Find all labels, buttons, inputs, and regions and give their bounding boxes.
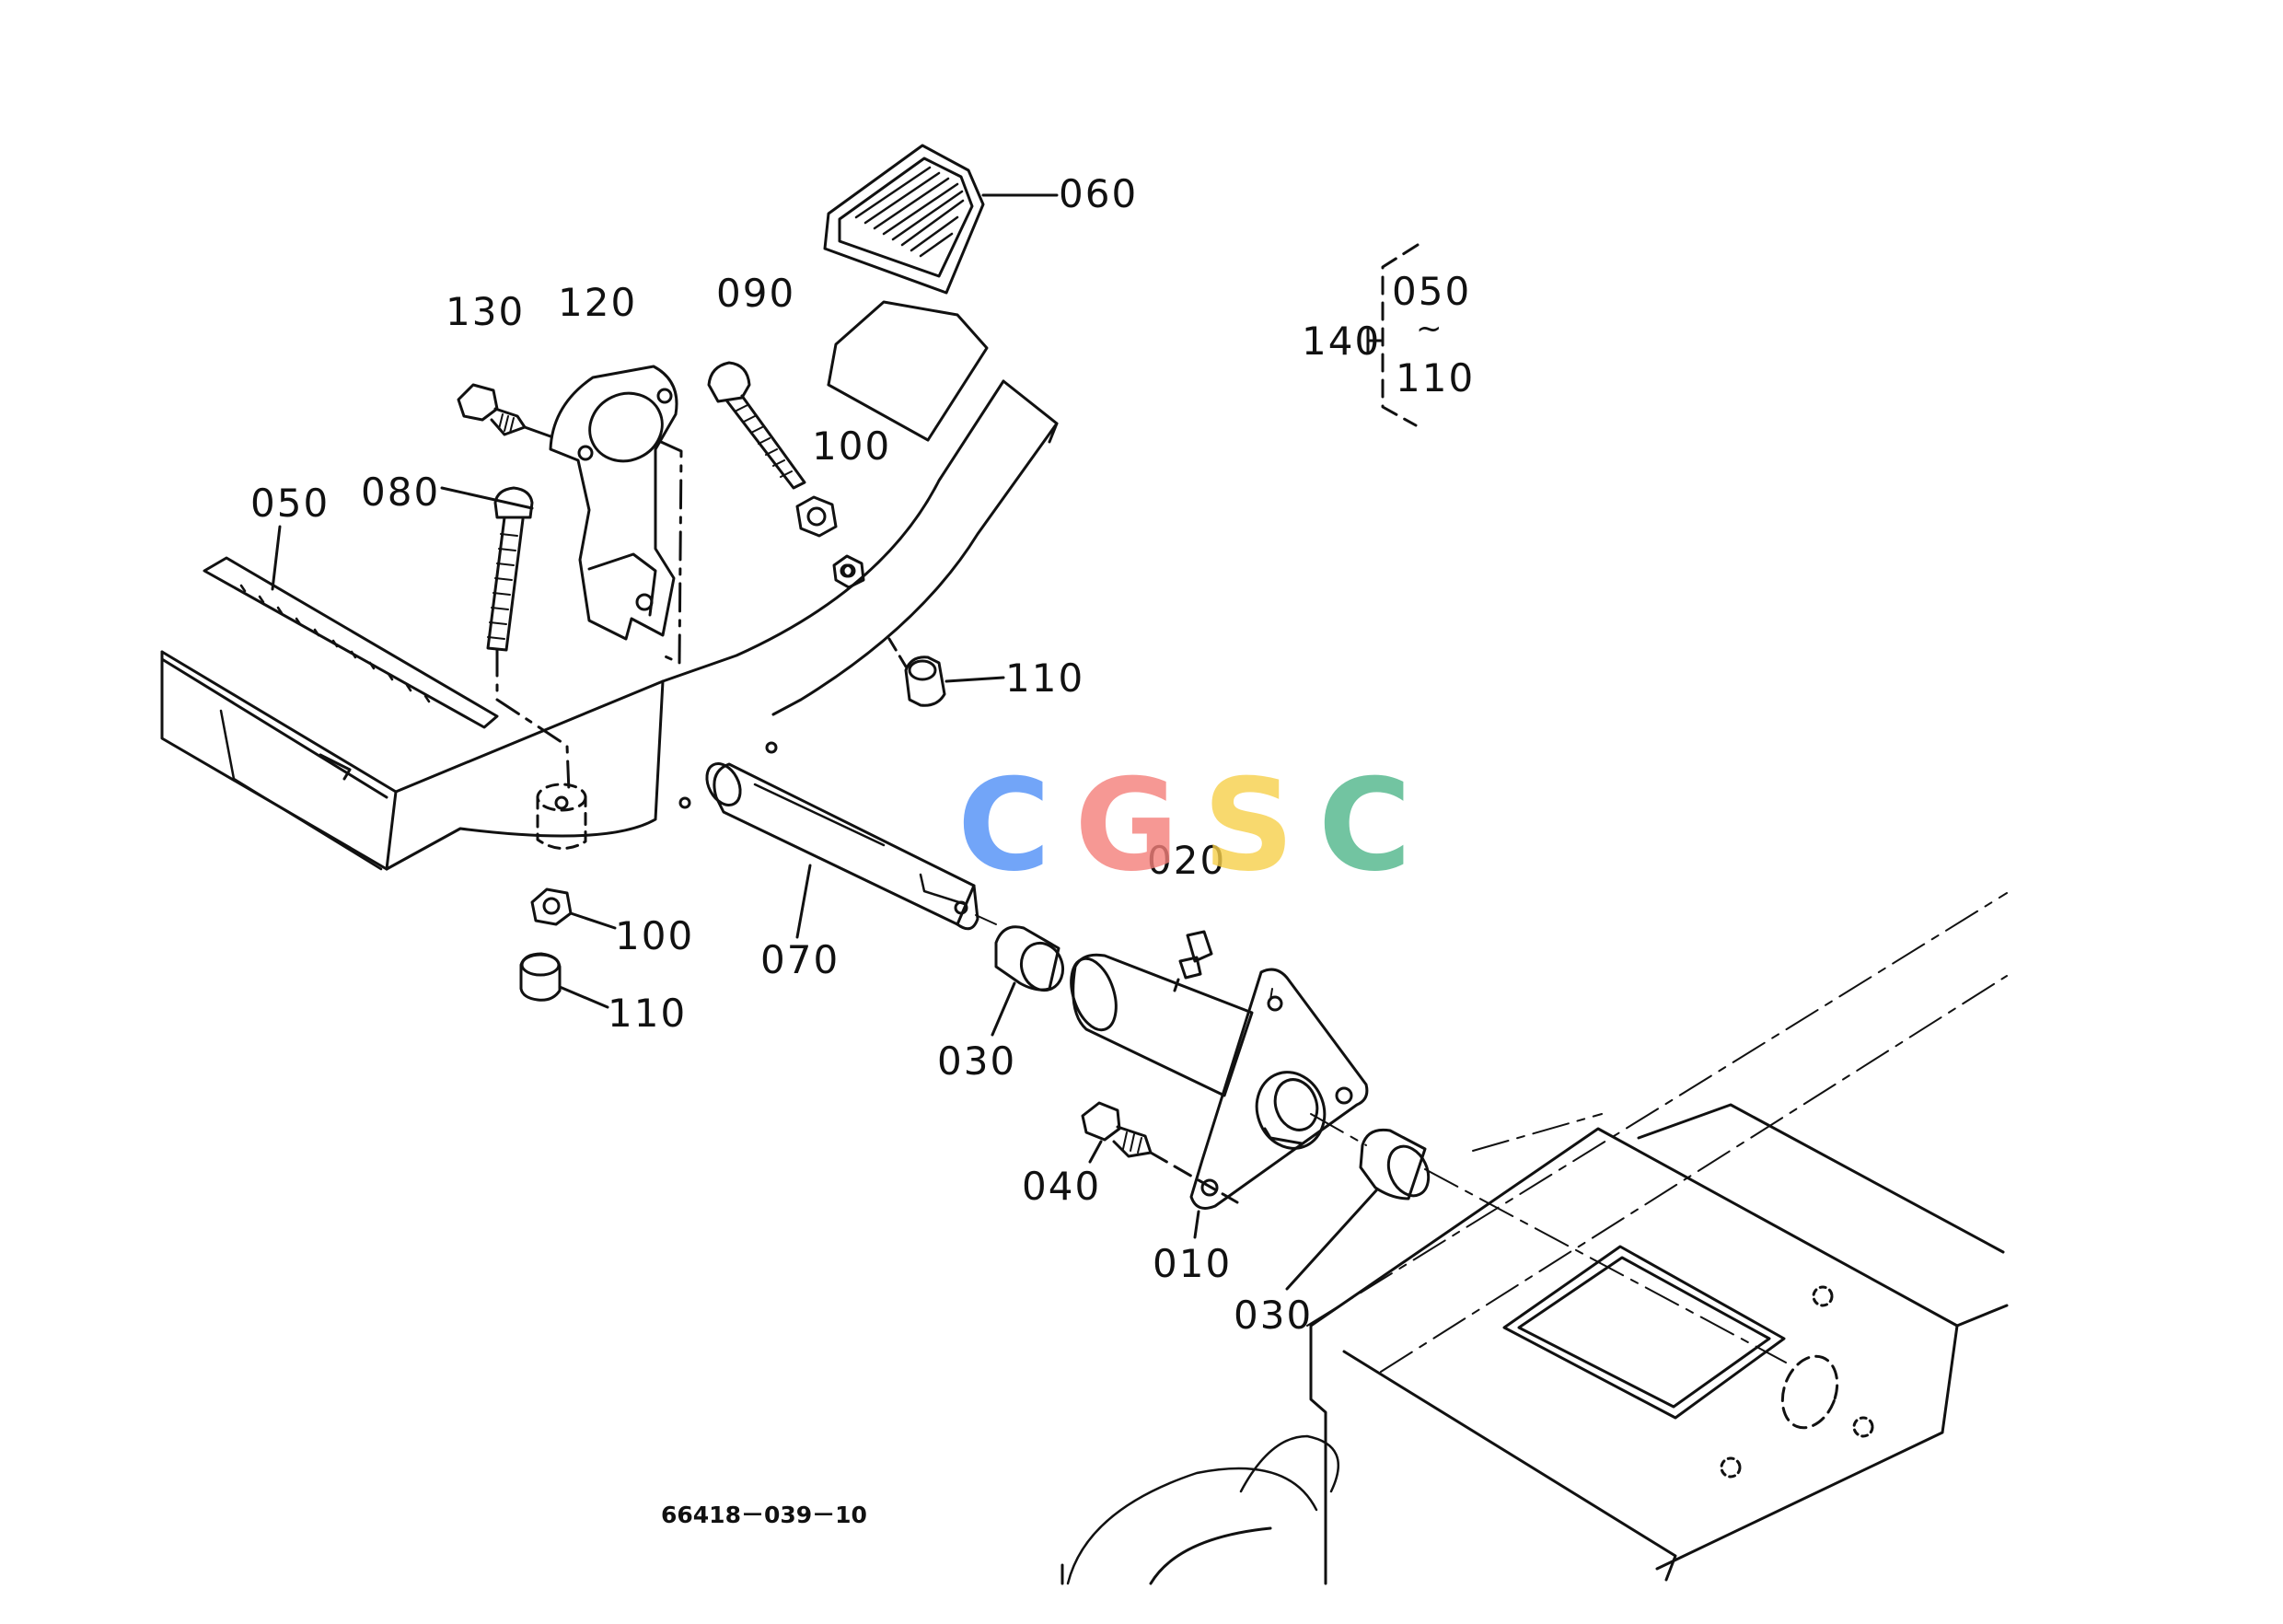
- flange-010: [1189, 968, 1369, 1239]
- callout-090: 090: [716, 271, 796, 316]
- bolt-040: [1081, 1101, 1239, 1204]
- callout-070: 070: [760, 937, 840, 982]
- callout-060: 060: [1059, 171, 1139, 216]
- watermark-letter: C: [957, 751, 1051, 899]
- shaft-070: [705, 762, 979, 939]
- nut-upper-second: [832, 554, 865, 589]
- bushing-030-left: [991, 925, 1065, 1037]
- kit-group-label: 140: [1302, 319, 1382, 364]
- kit-group-to: 110: [1396, 355, 1476, 400]
- tube-housing: [1070, 953, 1254, 1097]
- kit-group-tilde: ~: [1416, 310, 1444, 347]
- kit-group-from: 050: [1392, 269, 1472, 314]
- nut-100-upper: [795, 495, 838, 538]
- plate-050: [203, 525, 499, 729]
- kit-group-bracket: [1366, 243, 1420, 427]
- callout-100-upper: 100: [812, 423, 892, 469]
- callout-100-lower: 100: [615, 913, 695, 958]
- nut-100-lower: [530, 887, 617, 930]
- bushing-030-right: [1285, 1128, 1431, 1291]
- transmission-housing: [1060, 1103, 2009, 1585]
- assembly-centre-line: [975, 892, 2008, 1373]
- watermark-letter: S: [1202, 751, 1294, 899]
- spacer-110-upper: [887, 637, 1005, 707]
- callout-030-right: 030: [1234, 1293, 1314, 1338]
- pedal-arm: [661, 379, 1059, 809]
- callout-050: 050: [250, 481, 330, 526]
- grease-nipple-020: [1173, 930, 1213, 992]
- bolt-080: [440, 486, 571, 794]
- cgsc-watermark: C G S C: [957, 762, 1411, 889]
- callout-040: 040: [1022, 1164, 1102, 1209]
- frame-plate: [160, 650, 665, 871]
- callout-030-left: 030: [937, 1038, 1017, 1084]
- bolt-130: [457, 383, 552, 438]
- spacer-110-lower: [519, 952, 609, 1009]
- callout-010: 010: [1153, 1241, 1233, 1286]
- frame-boss-hidden: [536, 783, 587, 850]
- callout-110-upper: 110: [1005, 655, 1085, 701]
- drawing-number: 66418－039－10: [661, 1502, 867, 1528]
- callout-130: 130: [446, 289, 526, 334]
- callout-080: 080: [361, 470, 441, 515]
- pedal-arm-plate: [827, 300, 989, 442]
- watermark-letter: G: [1074, 751, 1179, 899]
- bracket-120: [549, 365, 683, 665]
- watermark-letter: C: [1317, 751, 1412, 899]
- bolt-090: [707, 361, 806, 490]
- pedal-pad-060: [823, 144, 1059, 295]
- callout-120: 120: [558, 280, 638, 325]
- callout-020: 020: [1147, 838, 1227, 883]
- callout-110-lower: 110: [608, 991, 688, 1036]
- frame-boss-hole: [554, 795, 569, 810]
